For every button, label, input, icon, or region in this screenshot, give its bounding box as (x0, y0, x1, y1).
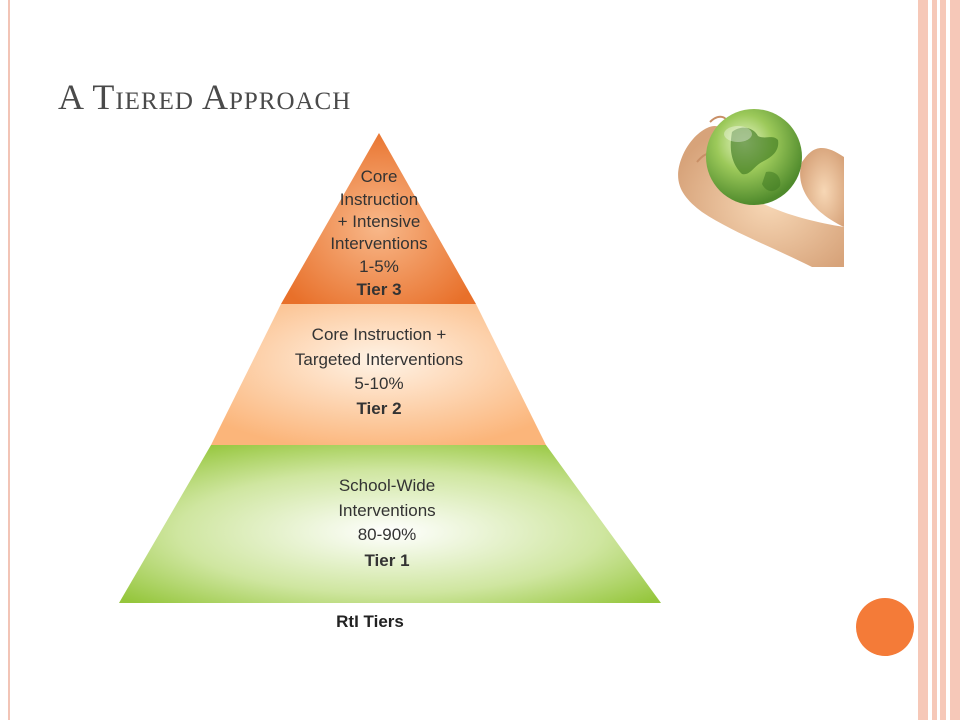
tier-3-line: Core (361, 167, 398, 186)
tier-2-line: Core Instruction + (312, 325, 447, 344)
right-decorative-stripes (916, 0, 960, 720)
tier-2-text: Core Instruction + Targeted Intervention… (295, 325, 463, 418)
tier-3-line: Interventions (330, 234, 427, 253)
tier-1-segment (119, 445, 661, 603)
tier-1-text: School-Wide Interventions 80-90% Tier 1 (338, 476, 435, 570)
tier-2-line: Targeted Interventions (295, 350, 463, 369)
pyramid-caption: RtI Tiers (336, 612, 404, 631)
tier-2-line: 5-10% (354, 374, 403, 393)
rti-pyramid-diagram: Core Instruction + Intensive Interventio… (119, 133, 661, 631)
tier-3-text: Core Instruction + Intensive Interventio… (330, 167, 427, 299)
decorative-orange-circle (856, 598, 914, 656)
tier-3-line: 1-5% (359, 257, 399, 276)
tier-3-line: + Intensive (338, 212, 421, 231)
tier-1-line: Interventions (338, 501, 435, 520)
tier-1-line: School-Wide (339, 476, 435, 495)
left-border-line (8, 0, 10, 720)
slide-title: A Tiered Approach (58, 77, 352, 117)
tier-1-line: 80-90% (358, 525, 417, 544)
tier-2-segment (211, 304, 546, 445)
tier-3-segment (281, 133, 476, 304)
tier-3-line: Instruction (340, 190, 418, 209)
tier-1-label: Tier 1 (364, 551, 409, 570)
tier-3-label: Tier 3 (356, 280, 401, 299)
hands-globe-image (662, 62, 844, 267)
tier-2-label: Tier 2 (356, 399, 401, 418)
